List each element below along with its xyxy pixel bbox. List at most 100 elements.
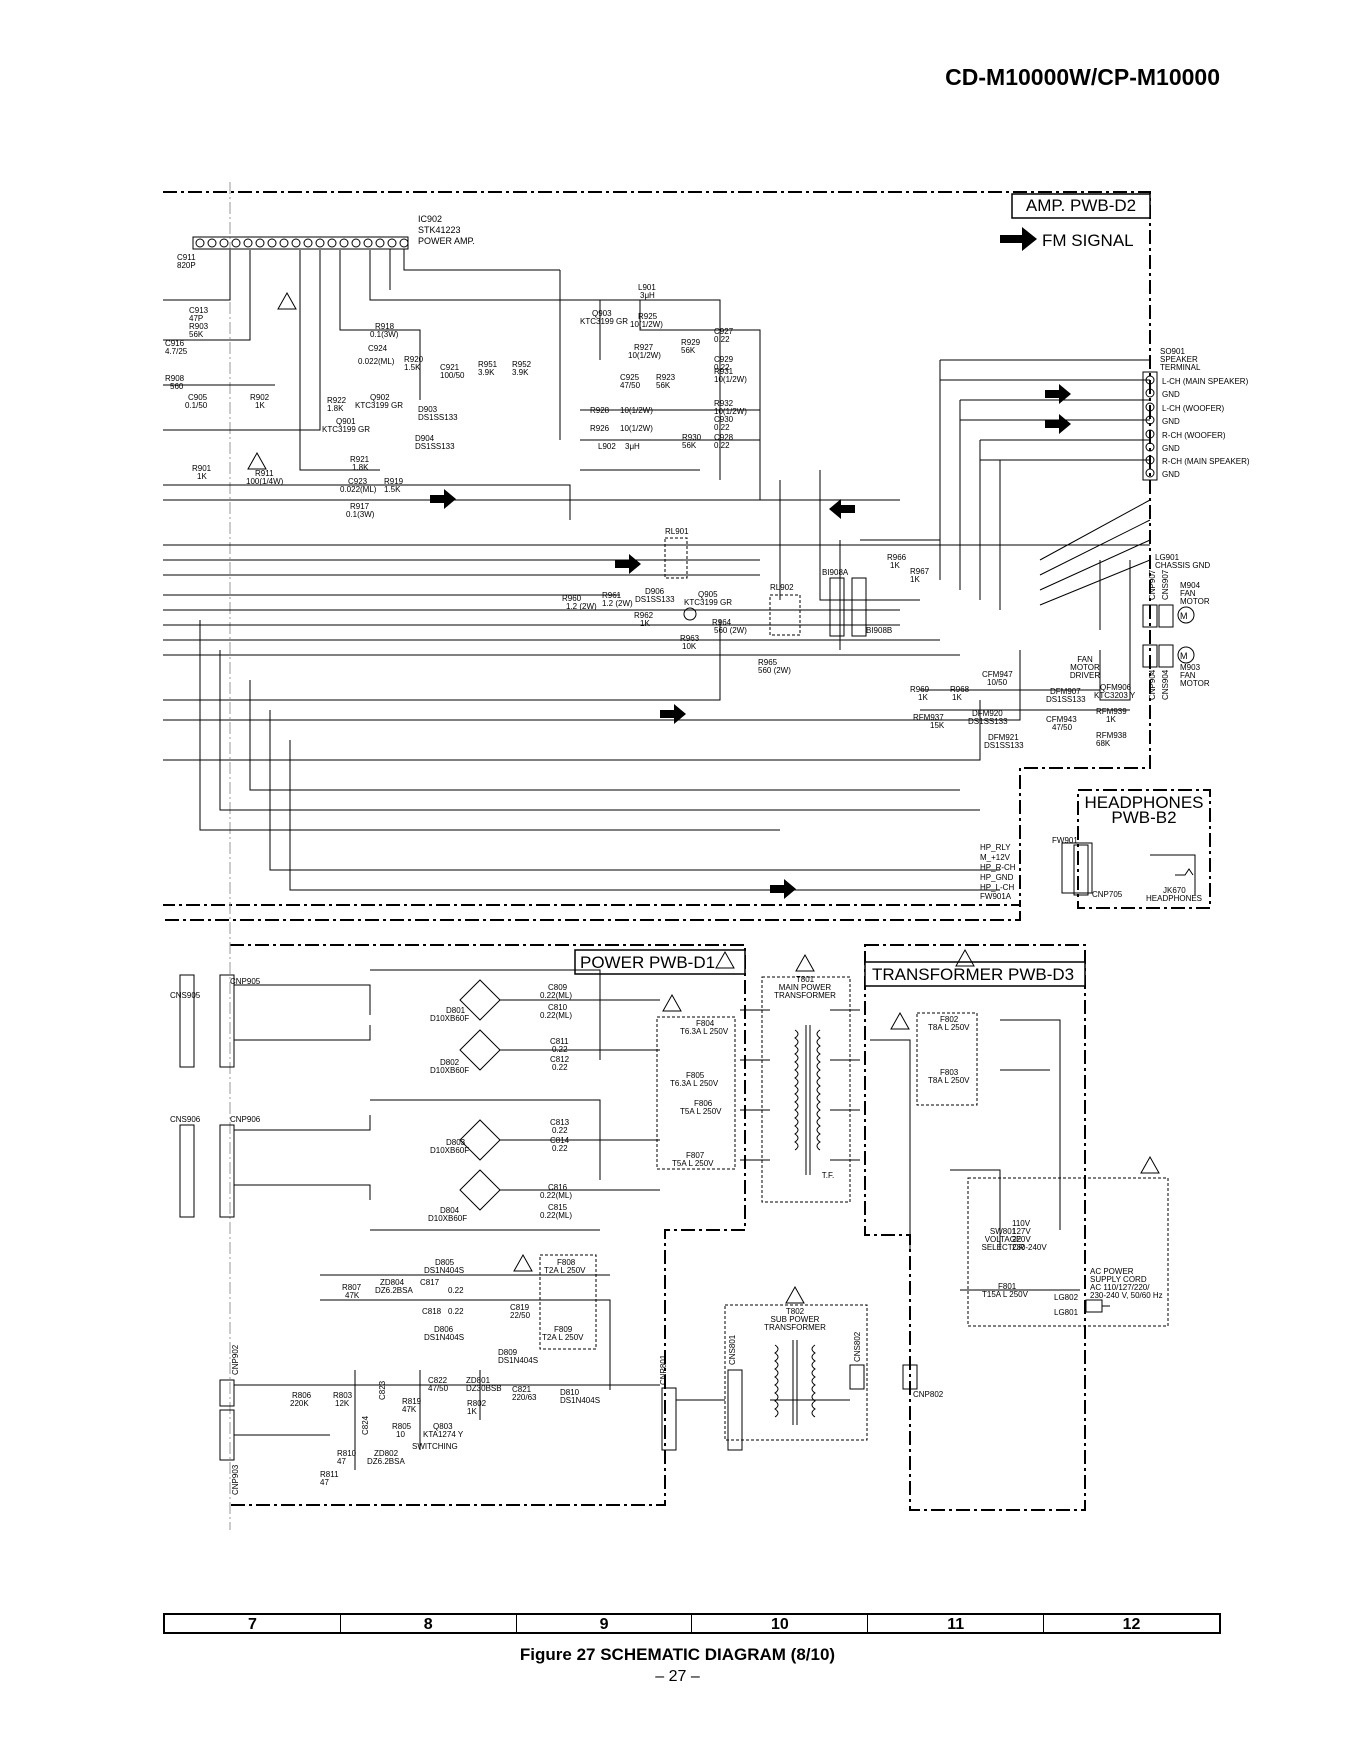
component-label: 127V (1012, 1227, 1031, 1236)
component-label: T2A L 250V (544, 1266, 586, 1275)
component-label: T15A L 250V (982, 1290, 1029, 1299)
component-label: SUB POWER (771, 1315, 820, 1324)
component-label: D904 (415, 434, 435, 443)
caution-triangle-icon (890, 1011, 910, 1030)
component-label: 1.8K (327, 404, 344, 413)
component-label: FAN (1180, 589, 1196, 598)
caution-triangle-icon (785, 1285, 805, 1304)
component-label: C819 (510, 1303, 530, 1312)
component-label: 0.22(ML) (540, 1211, 572, 1220)
grid-col-label: 12 (1122, 1616, 1141, 1633)
component-label: D805 (435, 1258, 455, 1267)
component-label: C911 (177, 253, 196, 262)
component-label: TRANSFORMER (764, 1323, 826, 1332)
component-label: DZ6.2BSA (375, 1286, 413, 1295)
component-label: HP_GND (980, 873, 1014, 882)
caution-triangle-icon (277, 291, 297, 310)
component-label: 0.1/50 (185, 401, 208, 410)
component-label: C811 (550, 1037, 569, 1046)
fm-signal-arrow-icon (615, 554, 641, 574)
component-label: 4.7/25 (165, 347, 188, 356)
ic-function: POWER AMP. (418, 236, 475, 246)
figure-caption: Figure 27 SCHEMATIC DIAGRAM (8/10) (519, 1645, 836, 1664)
component-label: BI908A (822, 568, 849, 577)
component-label: 1K (197, 472, 207, 481)
component-label: L-CH (WOOFER) (1162, 404, 1225, 413)
component-label: 0.22(ML) (540, 1191, 572, 1200)
component-label: R964 (712, 618, 732, 627)
component-label: C810 (548, 1003, 568, 1012)
component-label: R965 (758, 658, 778, 667)
component-label: R929 (681, 338, 701, 347)
component-label: KTC3199 GR (580, 317, 628, 326)
component-label: C916 (165, 339, 185, 348)
component-label: D803 (446, 1138, 466, 1147)
component-label: ZD802 (374, 1449, 399, 1458)
transformer-board-outline (864, 944, 1086, 1511)
component-label: 1K (910, 575, 920, 584)
fan-driver-label: FAN (1077, 655, 1093, 664)
caution-triangle-icon (715, 950, 735, 969)
component-label: C929 (714, 355, 734, 364)
component-label: T8A L 250V (928, 1076, 970, 1085)
component-label: R-CH (MAIN SPEAKER) (1162, 457, 1250, 466)
component-label: KTC3199 GR (355, 401, 403, 410)
component-label: D10XB60F (430, 1066, 469, 1075)
component-label: GND (1162, 417, 1180, 426)
component-label: CFM947 (982, 670, 1013, 679)
component-label: L902 (598, 442, 616, 451)
component-label: 1.5K (404, 363, 421, 372)
component-label: RFM939 (1096, 707, 1127, 716)
component-label: F802 (940, 1015, 959, 1024)
component-label: DS1SS133 (418, 413, 458, 422)
svg-text:M: M (1180, 611, 1188, 621)
component-label: C824 (361, 1415, 370, 1435)
component-label: 47K (345, 1291, 360, 1300)
component-label: DS1SS133 (968, 717, 1008, 726)
amp-board-title: AMP. PWB-D2 (1026, 196, 1136, 215)
component-label: R805 (392, 1422, 412, 1431)
component-label: R926 (590, 424, 610, 433)
component-label: R901 (192, 464, 212, 473)
component-label: R802 (467, 1399, 487, 1408)
component-label: SPEAKER (1160, 355, 1198, 364)
grid-col-label: 11 (868, 1615, 1045, 1633)
component-label: 10 (396, 1430, 405, 1439)
component-label: 0.22(ML) (540, 991, 572, 1000)
component-label: 10K (682, 642, 697, 651)
component-label: 10(1/2W) (714, 375, 747, 384)
component-label: R930 (682, 433, 702, 442)
component-label: C814 (550, 1136, 570, 1145)
power-board-outline (165, 905, 1021, 921)
component-label: D806 (434, 1325, 454, 1334)
connector-label: CNS905 (170, 991, 201, 1000)
component-label: 1.2 (2W) (566, 602, 597, 611)
component-label: 3.9K (512, 368, 529, 377)
component-label: 0.22 (448, 1307, 464, 1316)
component-label: 1K (890, 561, 900, 570)
component-label: CHASSIS GND (1155, 561, 1210, 570)
component-label: R902 (250, 393, 270, 402)
component-label: 1K (1106, 715, 1116, 724)
component-label: R-CH (WOOFER) (1162, 431, 1226, 440)
component-label: D810 (560, 1388, 580, 1397)
component-label: D801 (446, 1006, 466, 1015)
component-label: R922 (327, 396, 347, 405)
component-label: T801 (796, 975, 815, 984)
speaker-terminal-ref: SO901 (1160, 347, 1185, 356)
component-label: R918 (375, 322, 395, 331)
component-label: F808 (557, 1258, 576, 1267)
component-label: C927 (714, 327, 734, 336)
switching-label: SWITCHING (412, 1442, 458, 1451)
component-label: C821 (512, 1385, 532, 1394)
component-label: CNP902 (231, 1344, 240, 1375)
component-label: ZD804 (380, 1278, 405, 1287)
component-label: R966 (887, 553, 907, 562)
component-label: R960 (562, 594, 582, 603)
component-label: LG802 (1054, 1293, 1079, 1302)
component-label: C809 (548, 983, 568, 992)
component-label: R810 (337, 1449, 357, 1458)
component-label: 1K (640, 619, 650, 628)
component-label: R967 (910, 567, 930, 576)
component-label: 100/50 (440, 371, 465, 380)
